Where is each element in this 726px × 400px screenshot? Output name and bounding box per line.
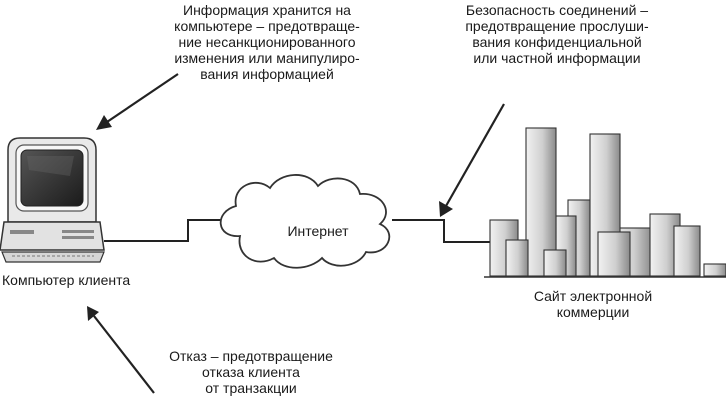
arrow-integrity [96, 73, 179, 130]
annotation-line: Информация хранится на [183, 2, 351, 18]
annotation-line: отказа клиента [202, 364, 300, 380]
annotation-line: вания конфиденциальной [472, 34, 642, 50]
client-computer-label: Компьютер клиента [2, 272, 131, 288]
annotation-line: Безопасность соединений – [465, 2, 649, 18]
arrow-confidentiality [439, 103, 505, 217]
ecommerce-site-label: Сайт электронной коммерции [512, 288, 674, 320]
annotation-line: предотвращение прослуши- [465, 18, 649, 34]
annotation-confidentiality: Безопасность соединений – предотвращение… [446, 2, 668, 66]
site-label-line: Сайт электронной [533, 288, 653, 304]
site-label-line: коммерции [556, 304, 630, 320]
internet-cloud-icon [219, 174, 391, 269]
annotation-line: изменения или манипулиро- [174, 50, 360, 66]
annotation-line: ние несанкционированного [178, 34, 356, 50]
internet-label: Интернет [287, 223, 349, 239]
client-computer-icon [0, 137, 105, 263]
annotation-line: или частной информации [473, 50, 641, 66]
annotation-integrity: Информация хранится на компьютере – пред… [166, 2, 368, 82]
arrows [87, 73, 505, 394]
annotation-line: компьютере – предотвраще- [174, 18, 360, 34]
annotation-line: вания информацией [200, 66, 334, 82]
link-internet-site [392, 219, 492, 243]
annotation-non-repudiation: Отказ – предотвращение отказа клиента от… [148, 348, 354, 396]
link-client-internet [104, 219, 238, 242]
ecommerce-site-icon [484, 127, 726, 278]
arrow-non-repudiation [87, 306, 155, 394]
annotation-line: Отказ – предотвращение [169, 348, 333, 364]
annotation-line: от транзакции [205, 380, 297, 396]
